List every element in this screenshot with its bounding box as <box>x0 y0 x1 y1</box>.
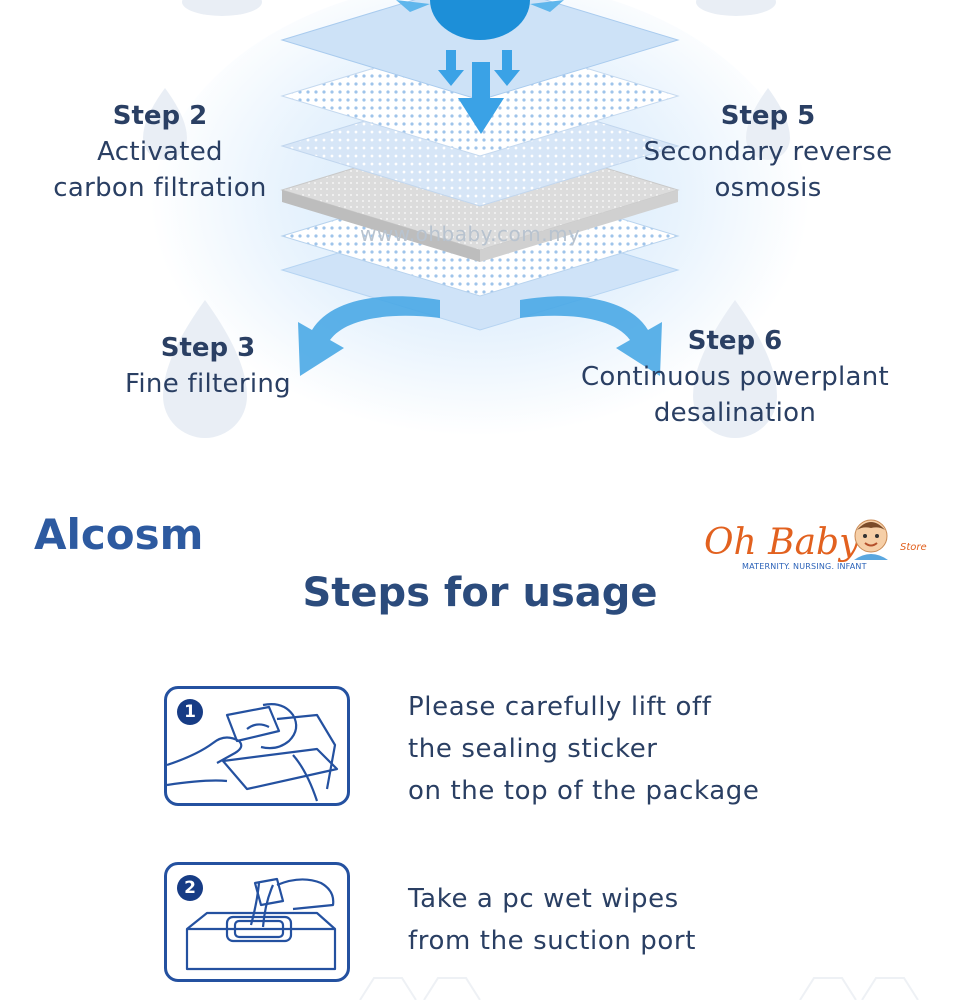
step-line: osmosis <box>714 173 822 203</box>
logo-text: Oh Baby <box>704 522 860 563</box>
left-curved-arrow <box>298 296 440 376</box>
step-line: Continuous powerplant <box>580 362 890 392</box>
hands-lifting-sticker-icon <box>167 703 339 802</box>
instruction-line: Please carefully lift off <box>408 692 712 722</box>
step-title: Step 2 <box>112 101 208 131</box>
baby-face-icon <box>854 519 888 560</box>
usage-heading: Steps for usage <box>302 570 658 616</box>
step-2-label: Step 2 Activated carbon filtration <box>40 98 280 206</box>
step-number-badge: 2 <box>177 875 203 901</box>
water-drop-icons <box>143 0 790 438</box>
step-2-instructions: Take a pc wet wipes from the suction por… <box>408 878 696 962</box>
watermark-text: www.ohbaby.com.my <box>360 222 581 246</box>
brand-name: Alcosm <box>34 510 204 559</box>
step-title: Step 6 <box>687 326 783 356</box>
filtration-illustration <box>143 0 810 450</box>
oh-baby-logo: Oh Baby Store MATERNITY. NURSING. INFANT <box>704 516 934 588</box>
step-line: Fine filtering <box>125 369 291 399</box>
step-1-illustration: 1 <box>164 686 350 806</box>
step-1-instructions: Please carefully lift off the sealing st… <box>408 686 759 812</box>
logo-suffix: Store <box>900 542 927 553</box>
down-arrow-icons <box>438 50 520 134</box>
step-line: carbon filtration <box>53 173 267 203</box>
step-line: Activated <box>97 137 223 167</box>
wipe-pull-icon <box>185 877 337 971</box>
step-line: Secondary reverse <box>643 137 893 167</box>
step-3-label: Step 3 Fine filtering <box>108 330 308 402</box>
hexagon-pattern <box>359 977 919 1000</box>
instruction-line: on the top of the package <box>408 776 760 806</box>
step-6-label: Step 6 Continuous powerplant desalinatio… <box>555 323 915 431</box>
step-title: Step 5 <box>720 101 816 131</box>
instruction-line: from the suction port <box>408 926 696 956</box>
logo-tagline: MATERNITY. NURSING. INFANT <box>742 562 867 571</box>
step-2-illustration: 2 <box>164 862 350 982</box>
right-curved-arrow <box>520 296 662 376</box>
step-line: desalination <box>653 398 817 428</box>
instruction-line: Take a pc wet wipes <box>408 884 679 914</box>
instruction-line: the sealing sticker <box>408 734 658 764</box>
step-5-label: Step 5 Secondary reverse osmosis <box>618 98 918 206</box>
step-number-badge: 1 <box>177 699 203 725</box>
step-title: Step 3 <box>160 333 256 363</box>
